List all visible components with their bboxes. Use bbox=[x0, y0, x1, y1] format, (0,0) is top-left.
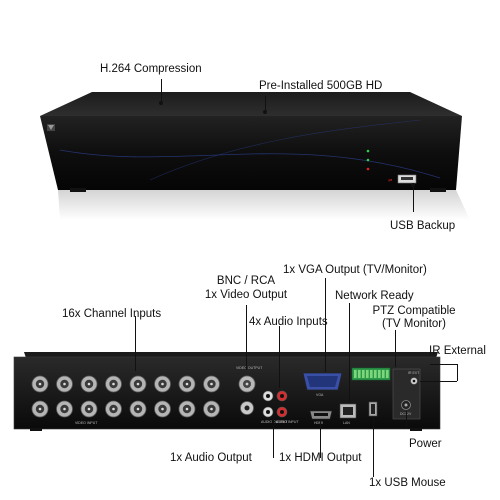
ptz-terminal bbox=[370, 370, 373, 378]
leader-hdd bbox=[265, 96, 266, 112]
ptz-terminal-block bbox=[351, 367, 391, 381]
bnc-connector bbox=[178, 375, 196, 393]
bnc-connector bbox=[203, 375, 220, 393]
leader-usb-mouse bbox=[373, 418, 374, 477]
bnc-connector bbox=[154, 400, 171, 418]
bnc-connector bbox=[105, 400, 122, 418]
bnc-inputs bbox=[31, 375, 220, 418]
callout-usb-backup: USB Backup bbox=[390, 220, 456, 232]
leader-hdmi bbox=[320, 420, 321, 458]
ptz-terminal bbox=[374, 370, 377, 378]
callout-video-output-line2: 1x Video Output bbox=[204, 289, 288, 301]
callout-hdmi-output: 1x HDMI Output bbox=[279, 452, 362, 464]
callout-power: Power bbox=[409, 438, 442, 450]
leader-audio-output bbox=[273, 418, 274, 458]
rca-video-output bbox=[240, 401, 254, 415]
ptz-terminal bbox=[354, 370, 357, 378]
leader-ir-h bbox=[430, 364, 457, 365]
leader-usb-backup bbox=[413, 186, 414, 212]
dvr-reflection bbox=[58, 190, 470, 220]
leader-audio-inputs bbox=[279, 326, 280, 388]
leader-network bbox=[349, 303, 350, 403]
bnc-connector bbox=[56, 400, 73, 418]
bnc-connector bbox=[31, 375, 49, 393]
usb-port-front bbox=[397, 174, 417, 184]
ptz-terminal bbox=[382, 370, 385, 378]
leader-vga bbox=[325, 278, 326, 372]
panel-label-hdmi: HDMI bbox=[314, 421, 323, 425]
callout-video-output-line1: BNC / RCA bbox=[216, 275, 276, 287]
ptz-terminal bbox=[366, 370, 369, 378]
lan-port bbox=[339, 403, 357, 419]
callout-network: Network Ready bbox=[335, 290, 414, 302]
leader-channel-inputs bbox=[135, 316, 136, 371]
callout-ptz-line1: PTZ Compatible bbox=[372, 305, 456, 317]
vga-port bbox=[302, 372, 343, 391]
leader-video-output bbox=[246, 305, 247, 370]
leader-ir-h2 bbox=[420, 381, 457, 382]
bnc-connector bbox=[56, 375, 73, 393]
usb-port-back bbox=[368, 401, 378, 417]
power-jack bbox=[401, 400, 411, 410]
bnc-video-output bbox=[238, 375, 256, 393]
led-red bbox=[366, 167, 370, 171]
panel-label-video-input: VIDEO INPUT bbox=[75, 421, 98, 425]
led-green-2 bbox=[366, 158, 370, 162]
callout-ir-external: IR External bbox=[429, 345, 486, 357]
panel-label-dc12v: DC12V bbox=[400, 412, 412, 416]
ir-external-jack bbox=[410, 377, 418, 385]
panel-label-lan: LAN bbox=[343, 421, 350, 425]
panel-label-audio-input: AUDIO INPUT bbox=[276, 420, 299, 424]
callout-vga: 1x VGA Output (TV/Monitor) bbox=[283, 264, 427, 276]
leader-power bbox=[406, 411, 407, 427]
ptz-terminal bbox=[362, 370, 365, 378]
led-green bbox=[366, 149, 370, 153]
svg-text:⇌: ⇌ bbox=[388, 178, 392, 184]
ptz-terminal bbox=[386, 370, 389, 378]
ptz-terminal bbox=[378, 370, 381, 378]
bnc-connector bbox=[203, 400, 220, 418]
panel-label-audio-output: AUDIO OUTPUT bbox=[261, 420, 288, 424]
ptz-terminal bbox=[358, 370, 361, 378]
callout-hdd: Pre-Installed 500GB HD bbox=[259, 80, 383, 92]
bnc-connector bbox=[178, 400, 196, 418]
bnc-connector bbox=[80, 400, 98, 418]
panel-label-ir-ext: IR EXT bbox=[408, 371, 420, 375]
callout-usb-mouse: 1x USB Mouse bbox=[369, 477, 446, 489]
dvr-top-panel bbox=[40, 92, 462, 116]
panel-label-vga: VGA bbox=[316, 393, 324, 397]
leader-compression bbox=[161, 79, 162, 105]
callout-compression: H.264 Compression bbox=[100, 63, 202, 75]
panel-label-video-output: VIDEO OUTPUT bbox=[236, 366, 263, 370]
callout-channel-inputs: 16x Channel Inputs bbox=[62, 308, 162, 320]
bnc-connector bbox=[129, 400, 147, 418]
bnc-connector bbox=[31, 400, 49, 418]
bnc-connector bbox=[80, 375, 98, 393]
callout-audio-inputs: 4x Audio Inputs bbox=[249, 316, 328, 328]
leader-ptz bbox=[395, 330, 396, 367]
dvr-front-panel bbox=[40, 116, 462, 190]
callout-ptz-line2: (TV Monitor) bbox=[382, 318, 446, 330]
callout-audio-output: 1x Audio Output bbox=[170, 452, 252, 464]
rca-audio-inputs bbox=[262, 390, 288, 418]
leader-ir-v bbox=[457, 364, 458, 381]
bnc-connector bbox=[154, 375, 171, 393]
bnc-connector bbox=[105, 375, 122, 393]
brand-logo bbox=[47, 124, 55, 131]
bnc-connector bbox=[129, 375, 147, 393]
hdmi-port bbox=[309, 410, 333, 420]
